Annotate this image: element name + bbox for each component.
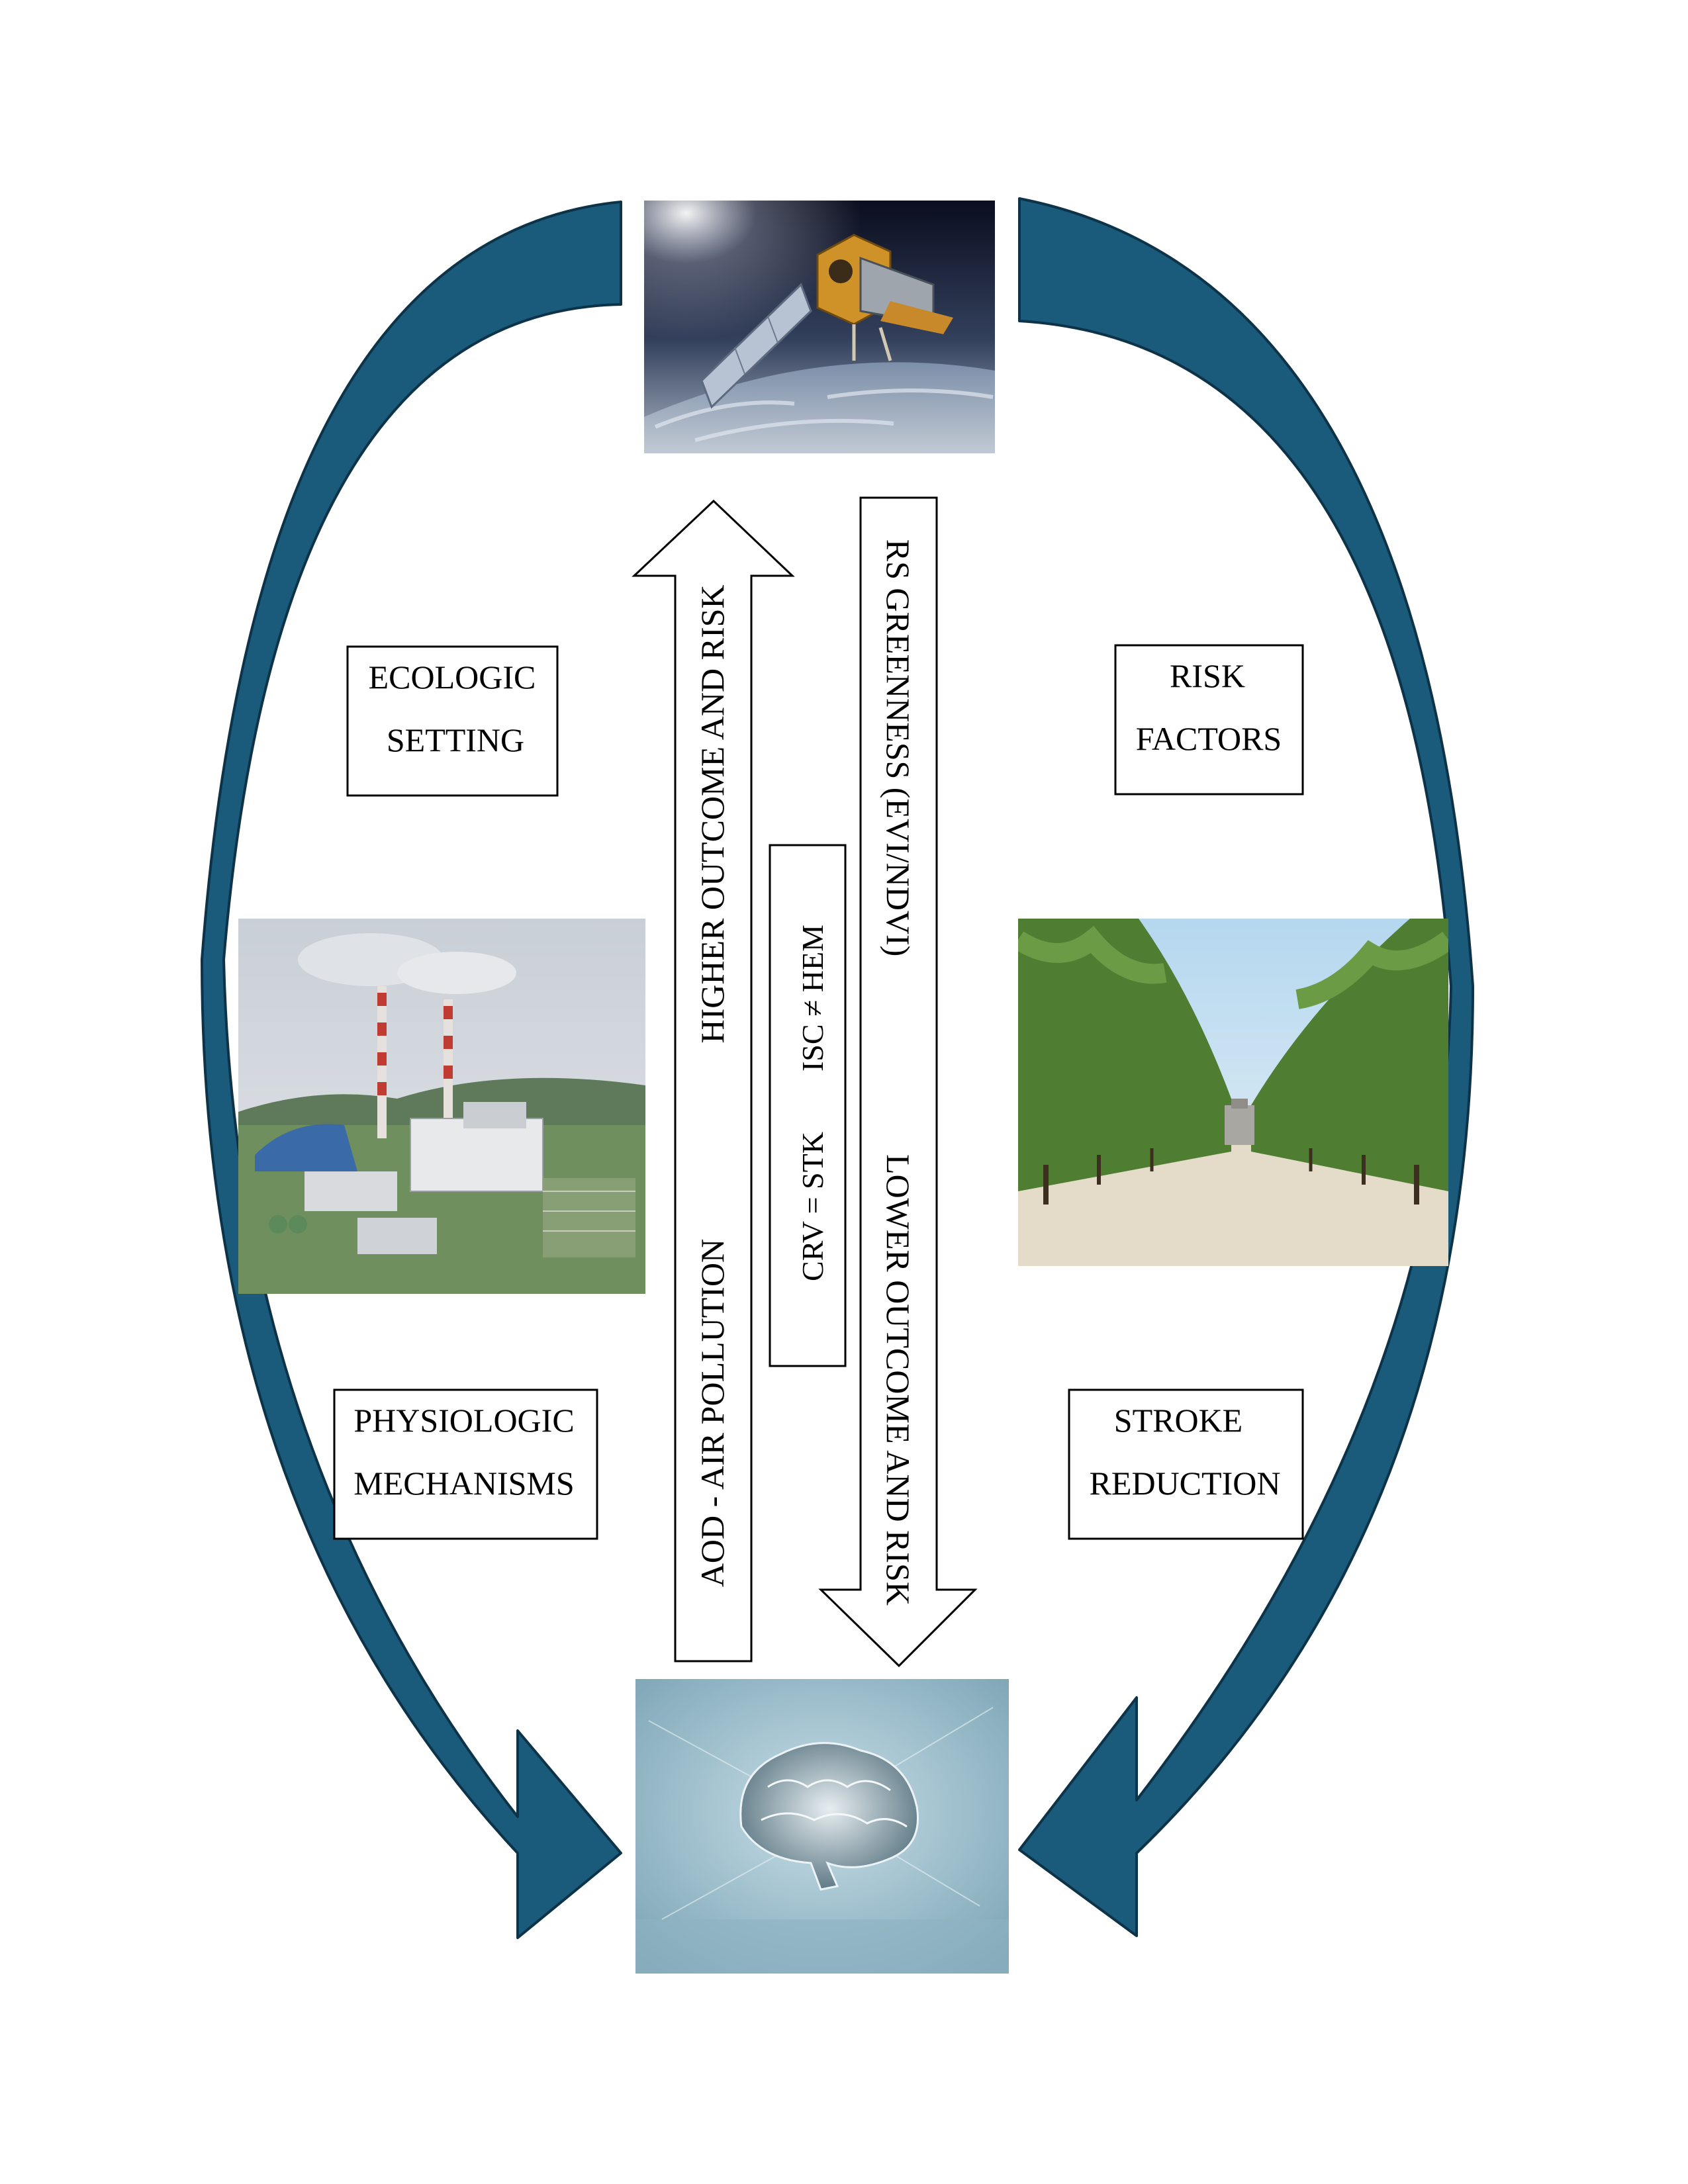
risk-factors-box: RISK FACTORS: [1114, 644, 1304, 796]
ecologic-setting-box: ECOLOGIC SETTING: [346, 645, 559, 797]
down-arrow-label-bottom: LOWER OUTCOME AND RISK: [880, 1154, 917, 1606]
stroke-reduction-box: STROKE REDUCTION: [1068, 1388, 1304, 1540]
ecologic-setting-line1: ECOLOGIC: [369, 659, 536, 696]
digital-brain-image: [635, 1679, 1009, 1974]
risk-factors-line1: RISK: [1170, 657, 1245, 694]
tree-lined-path-image: [1018, 919, 1448, 1266]
satellite-image: [644, 201, 995, 453]
physiologic-mechanisms-line2: MECHANISMS: [353, 1465, 574, 1502]
power-plant-image: [238, 919, 645, 1294]
up-arrow-label-bottom: AOD - AIR POLLUTION: [694, 1239, 731, 1587]
stroke-reduction-line2: REDUCTION: [1090, 1465, 1281, 1502]
ecologic-setting-line2: SETTING: [387, 721, 524, 758]
stroke-reduction-line1: STROKE: [1114, 1402, 1243, 1439]
physiologic-mechanisms-box: PHYSIOLOGIC MECHANISMS: [333, 1388, 598, 1540]
physiologic-mechanisms-line1: PHYSIOLOGIC: [353, 1402, 574, 1439]
up-arrow: [632, 499, 795, 1662]
left-curved-arrow: [201, 201, 622, 1939]
stroke-subtype-line1: CRV = STK: [796, 1132, 829, 1281]
right-curved-arrow: [1018, 197, 1474, 1937]
stroke-subtype-box: [769, 844, 847, 1367]
stroke-subtype-line2: ISC ≠ HEM: [796, 925, 829, 1071]
up-arrow-label-top: HIGHER OUTCOME AND RISK: [694, 584, 731, 1043]
down-arrow-label-top: RS GREENNESS (EVI/NDVI): [880, 539, 917, 957]
risk-factors-line2: FACTORS: [1136, 720, 1282, 757]
curved-arrows: [201, 197, 1474, 1939]
down-arrow: [818, 496, 978, 1668]
